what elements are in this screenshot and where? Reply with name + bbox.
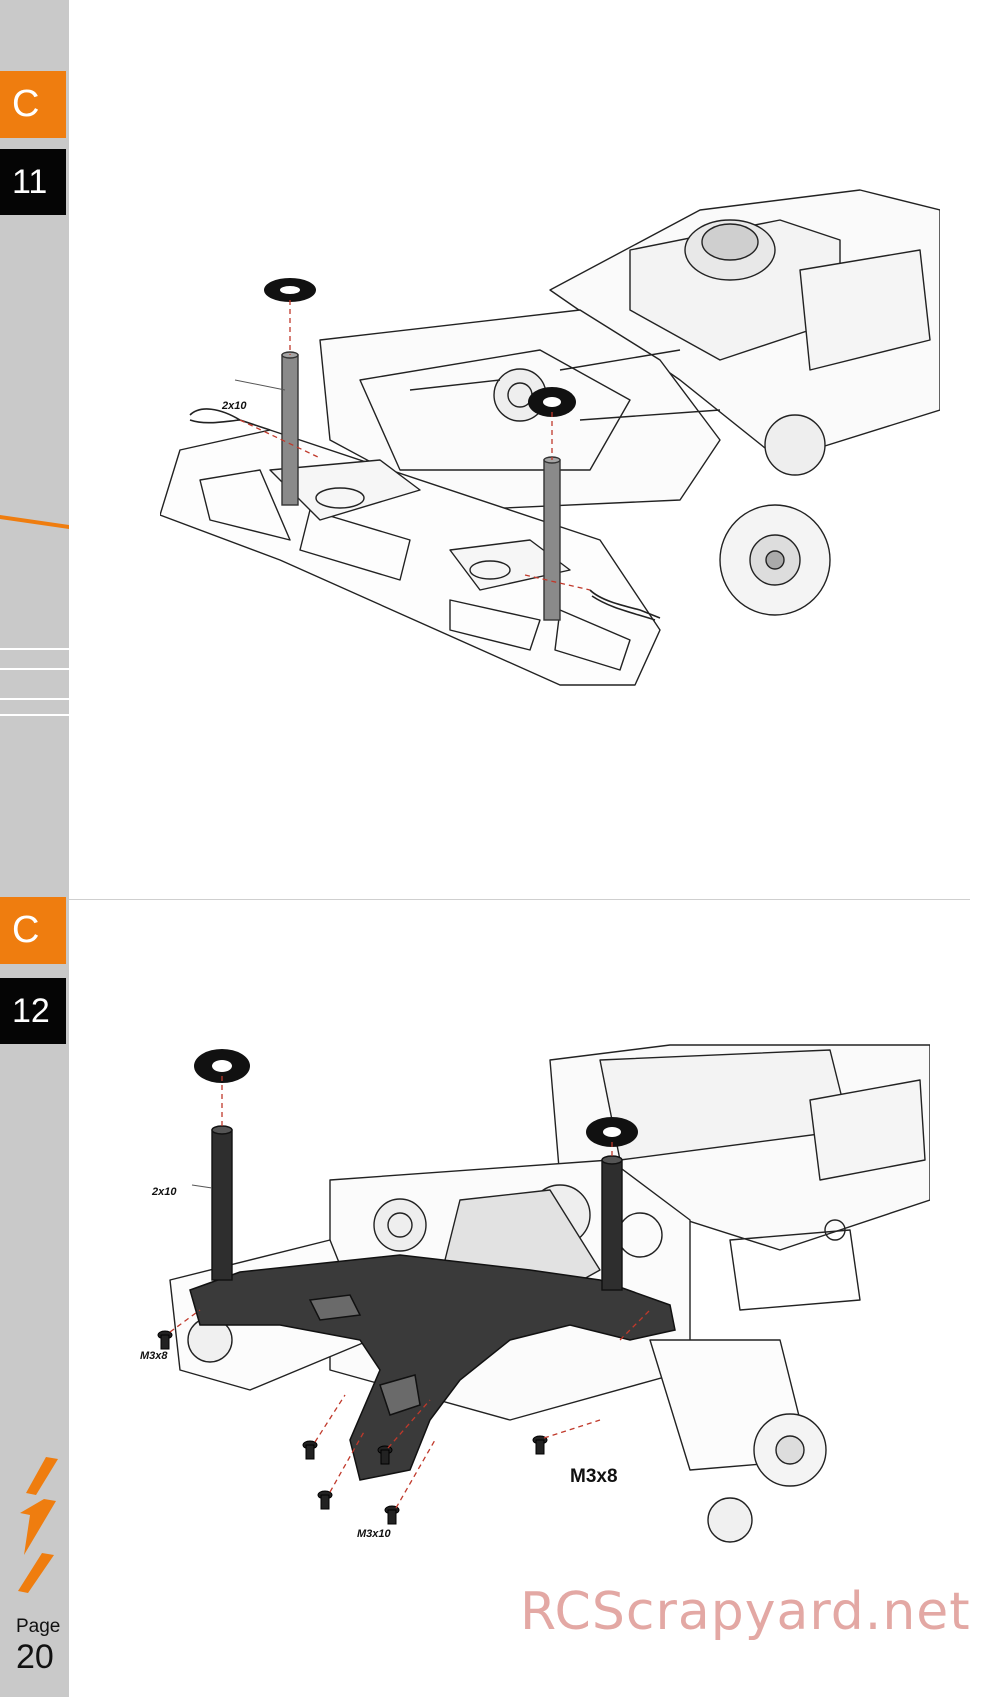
part-label-m3x10: M3x10 bbox=[357, 1528, 391, 1540]
section-letter-badge: C bbox=[0, 71, 66, 138]
step-number-badge: 12 bbox=[0, 978, 66, 1044]
section-letter-badge: C bbox=[0, 897, 66, 964]
part-label-m3x8-rear: M3x8 bbox=[570, 1466, 618, 1487]
part-label-2x10: 2x10 bbox=[152, 1186, 177, 1198]
part-label-2x10: 2x10 bbox=[222, 400, 247, 412]
sidebar-stripe bbox=[0, 668, 69, 670]
sidebar-stripe bbox=[0, 648, 69, 650]
part-label-m3x8: M3x8 bbox=[140, 1350, 168, 1362]
step-divider bbox=[69, 899, 970, 900]
step-number-badge: 11 bbox=[0, 149, 66, 215]
step-12-assembly-diagram bbox=[157, 1044, 930, 1543]
page-label: Page bbox=[16, 1616, 61, 1637]
page-number: 20 bbox=[16, 1638, 54, 1676]
brand-logo bbox=[18, 1457, 58, 1593]
step-11-assembly-diagram bbox=[160, 189, 940, 686]
sidebar bbox=[0, 0, 69, 1697]
watermark-text: RCScrapyard.net bbox=[520, 1582, 971, 1642]
sidebar-stripe bbox=[0, 698, 69, 700]
sidebar-stripe bbox=[0, 714, 69, 716]
sidebar-accent-stripe bbox=[0, 515, 69, 529]
